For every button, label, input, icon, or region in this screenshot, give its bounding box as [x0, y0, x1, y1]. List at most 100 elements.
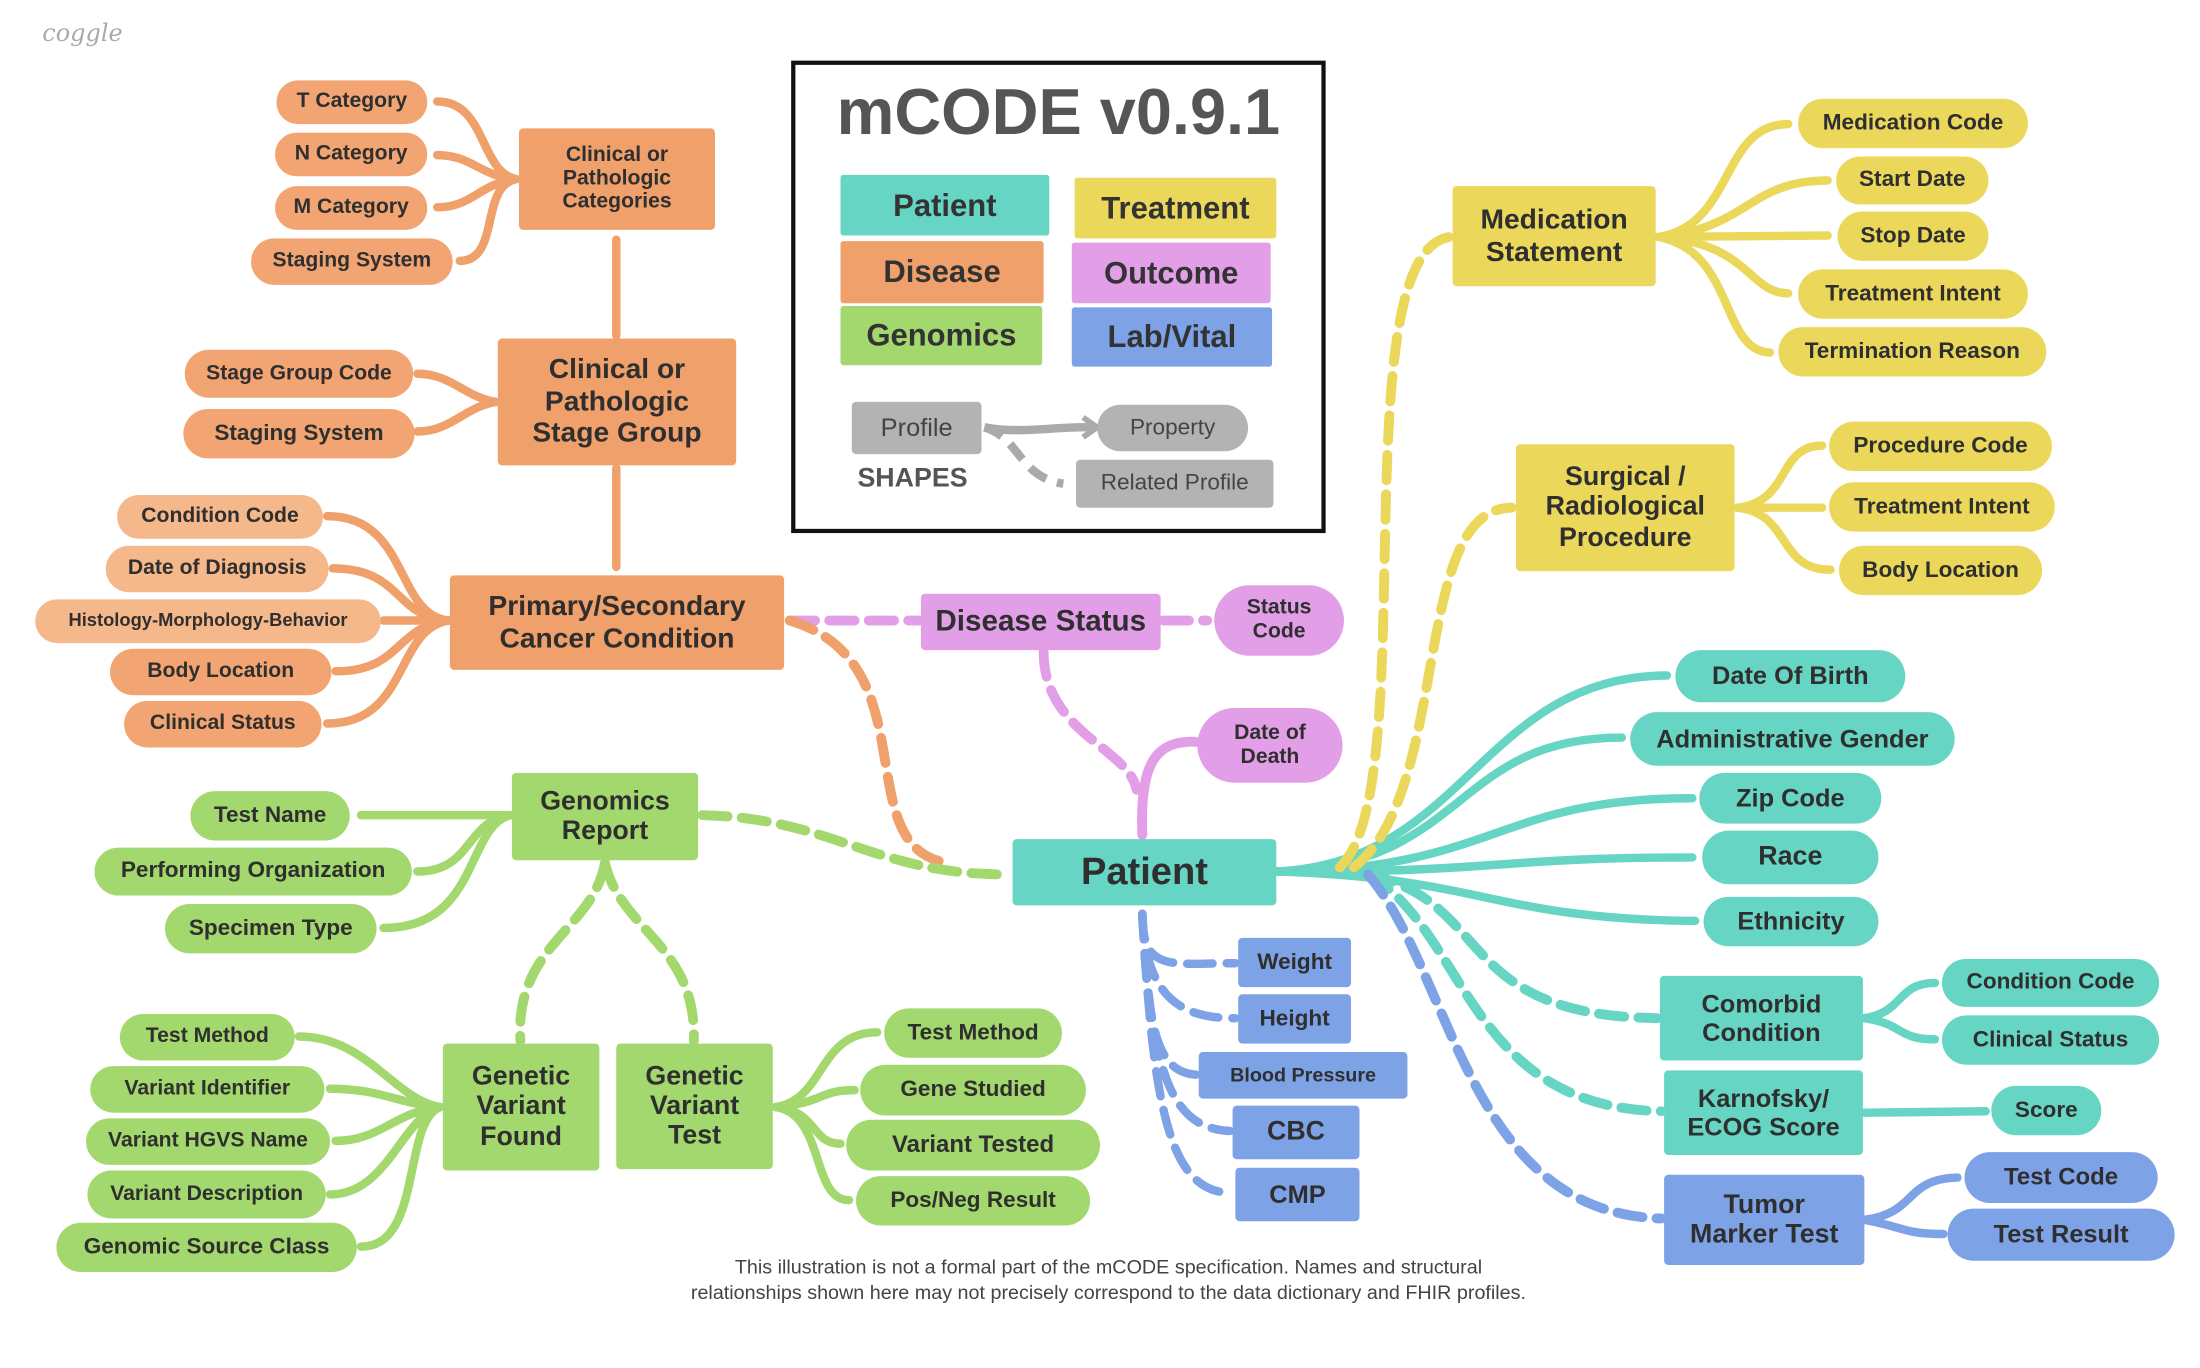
com-clinical-status-node[interactable]: Clinical Status — [1941, 1015, 2160, 1065]
connector-51 — [600, 858, 699, 1046]
connector-7 — [1363, 869, 1667, 1224]
gvf-test-method-node[interactable]: Test Method — [119, 1013, 295, 1061]
status-code-node[interactable]: Status Code — [1214, 585, 1344, 656]
clinical-pathologic-categories-node[interactable]: Clinical or Pathologic Categories — [518, 128, 716, 230]
connector-18 — [1860, 978, 1940, 1023]
blood-pressure-node[interactable]: Blood Pressure — [1198, 1052, 1408, 1099]
medication-statement-node[interactable]: Medication Statement — [1452, 186, 1656, 287]
connector-50 — [515, 858, 610, 1046]
categories-staging-system-node[interactable]: Staging System — [251, 238, 453, 285]
pc-date-of-diagnosis-node[interactable]: Date of Diagnosis — [105, 545, 329, 593]
med-medication-code-node[interactable]: Medication Code — [1798, 98, 2028, 149]
connector-20 — [1860, 1107, 1990, 1117]
connector-41 — [413, 397, 501, 436]
connector-46 — [697, 810, 1010, 880]
connector-60 — [771, 1102, 854, 1205]
gr-test-name-node[interactable]: Test Name — [190, 791, 350, 841]
connector-37 — [322, 616, 453, 728]
tum-test-result-node[interactable]: Test Result — [1947, 1208, 2175, 1261]
genetic-variant-found-node[interactable]: Genetic Variant Found — [442, 1043, 600, 1171]
surg-treatment-intent-node[interactable]: Treatment Intent — [1829, 482, 2055, 532]
connector-22 — [1860, 1215, 1948, 1239]
connector-19 — [1860, 1013, 1940, 1044]
connector-10 — [1654, 119, 1793, 242]
connector-8 — [1334, 231, 1455, 873]
legend-shape-profile: Profile — [851, 401, 982, 455]
gr-performing-organization-node[interactable]: Performing Organization — [94, 847, 412, 896]
connector-17 — [1733, 503, 1835, 574]
zip-code-node[interactable]: Zip Code — [1699, 772, 1882, 824]
gvt-pos-neg-result-node[interactable]: Pos/Neg Result — [856, 1176, 1091, 1226]
med-start-date-node[interactable]: Start Date — [1836, 156, 1989, 205]
gvf-variant-identifier-node[interactable]: Variant Identifier — [90, 1066, 325, 1113]
connector-56 — [356, 1102, 445, 1251]
legend-treatment: Treatment — [1074, 177, 1277, 239]
clinical-pathologic-stage-group-node[interactable]: Clinical or Pathologic Stage Group — [497, 338, 737, 466]
gvt-test-method-node[interactable]: Test Method — [884, 1008, 1062, 1058]
gvf-variant-description-node[interactable]: Variant Description — [87, 1170, 326, 1219]
com-condition-code-node[interactable]: Condition Code — [1941, 958, 2160, 1007]
cbc-node[interactable]: CBC — [1232, 1105, 1360, 1160]
disease-status-node[interactable]: Disease Status — [920, 593, 1161, 651]
connector-21 — [1860, 1173, 1962, 1225]
med-stop-date-node[interactable]: Stop Date — [1837, 211, 1989, 261]
legend-title: mCODE v0.9.1 — [836, 74, 1281, 149]
gr-specimen-type-node[interactable]: Specimen Type — [165, 903, 377, 954]
gvt-gene-studied-node[interactable]: Gene Studied — [860, 1064, 1086, 1116]
legend-lab-vital: Lab/Vital — [1071, 307, 1273, 367]
pc-clinical-status-node[interactable]: Clinical Status — [124, 700, 322, 748]
connector-6 — [1363, 869, 1667, 1117]
med-termination-reason-node[interactable]: Termination Reason — [1778, 327, 2047, 377]
connector-11 — [1654, 176, 1832, 242]
pc-body-location-node[interactable]: Body Location — [110, 648, 332, 696]
connector-58 — [771, 1085, 859, 1112]
connector-45 — [455, 174, 521, 266]
gvf-variant-hgvs-name-node[interactable]: Variant HGVS Name — [86, 1118, 331, 1165]
legend-outcome: Outcome — [1071, 242, 1271, 304]
med-treatment-intent-node[interactable]: Treatment Intent — [1798, 269, 2028, 319]
legend-panel: mCODE v0.9.1 Patient Treatment Disease O… — [791, 60, 1326, 534]
n-category-node[interactable]: N Category — [275, 132, 428, 177]
tumor-marker-test-node[interactable]: Tumor Marker Test — [1664, 1174, 1865, 1266]
connector-4 — [1272, 867, 1700, 926]
sg-staging-system-node[interactable]: Staging System — [183, 408, 415, 459]
legend-genomics: Genomics — [840, 306, 1043, 366]
patient-node[interactable]: Patient — [1012, 839, 1277, 906]
karnofsky-ecog-score-node[interactable]: Karnofsky/ ECOG Score — [1664, 1070, 1863, 1156]
genomics-report-node[interactable]: Genomics Report — [511, 772, 699, 861]
connector-14 — [1654, 232, 1775, 357]
date-of-birth-node[interactable]: Date Of Birth — [1675, 650, 1906, 703]
weight-node[interactable]: Weight — [1238, 937, 1352, 988]
tum-test-code-node[interactable]: Test Code — [1964, 1152, 2158, 1203]
surg-procedure-code-node[interactable]: Procedure Code — [1829, 421, 2052, 472]
connector-30 — [1038, 646, 1142, 795]
legend-patient: Patient — [840, 174, 1050, 236]
race-node[interactable]: Race — [1702, 830, 1879, 885]
surgical-radiological-procedure-node[interactable]: Surgical / Radiological Procedure — [1516, 444, 1735, 572]
date-of-death-node[interactable]: Date of Death — [1197, 707, 1343, 783]
cmp-node[interactable]: CMP — [1235, 1167, 1360, 1222]
surg-body-location-node[interactable]: Body Location — [1838, 545, 2043, 596]
sg-stage-group-code-node[interactable]: Stage Group Code — [184, 349, 414, 398]
primary-secondary-cancer-condition-node[interactable]: Primary/Secondary Cancer Condition — [449, 575, 785, 670]
gvf-genomic-source-class-node[interactable]: Genomic Source Class — [56, 1222, 357, 1273]
pc-histology-morphology-behavior-node[interactable]: Histology-Morphology-Behavior — [35, 599, 381, 644]
kar-score-node[interactable]: Score — [1991, 1085, 2102, 1136]
ethnicity-node[interactable]: Ethnicity — [1703, 896, 1879, 947]
t-category-node[interactable]: T Category — [276, 80, 428, 125]
height-node[interactable]: Height — [1238, 994, 1352, 1044]
connector-5 — [1363, 869, 1662, 1024]
genetic-variant-test-node[interactable]: Genetic Variant Test — [616, 1043, 773, 1170]
legend-shape-property: Property — [1097, 404, 1249, 452]
connector-32 — [784, 615, 953, 869]
legend-shapes-title: SHAPES — [857, 463, 968, 494]
m-category-node[interactable]: M Category — [275, 186, 428, 230]
comorbid-condition-node[interactable]: Comorbid Condition — [1659, 975, 1863, 1061]
gvt-variant-tested-node[interactable]: Variant Tested — [846, 1119, 1101, 1171]
administrative-gender-node[interactable]: Administrative Gender — [1630, 712, 1955, 766]
connector-49 — [379, 810, 515, 933]
disclaimer-text: This illustration is not a formal part o… — [690, 1255, 1527, 1303]
pc-condition-code-node[interactable]: Condition Code — [117, 495, 323, 539]
connector-31 — [1137, 736, 1201, 840]
